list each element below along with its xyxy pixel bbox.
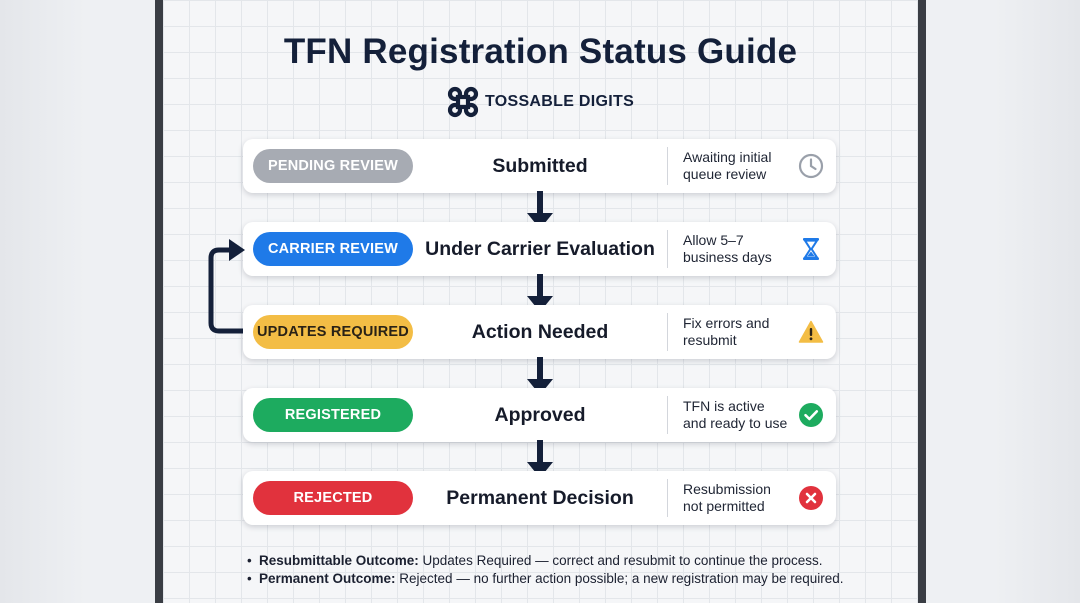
x-circle-icon	[799, 486, 823, 510]
footnote-permanent: • Permanent Outcome: Rejected — no furthe…	[247, 570, 887, 588]
card-divider	[667, 313, 668, 351]
stage-note-submitted: Awaiting initial queue review	[683, 149, 772, 182]
card-divider	[667, 479, 668, 517]
footnote-text: Rejected — no further action possible; a…	[395, 571, 844, 586]
stage-title-permanent-decision: Permanent Decision	[446, 486, 634, 509]
stage-title-under-carrier-evaluation: Under Carrier Evaluation	[425, 237, 655, 260]
stage-card-carrier-review: CARRIER REVIEW Under Carrier Evaluation …	[243, 222, 836, 276]
stage-note-rejected: Resubmission not permitted	[683, 481, 771, 514]
card-divider	[667, 230, 668, 268]
card-divider	[667, 147, 668, 185]
page-title: TFN Registration Status Guide	[283, 32, 798, 71]
frame-edge-right	[918, 0, 926, 603]
stage-note-updates-required: Fix errors and resubmit	[683, 315, 770, 348]
flow-arrow-down	[527, 357, 553, 395]
footnote-label: Permanent Outcome:	[259, 571, 396, 586]
status-badge-registered: REGISTERED	[253, 398, 413, 432]
stage-note-carrier-review: Allow 5–7 business days	[683, 232, 772, 265]
stage-card-pending-review: PENDING REVIEW Submitted Awaiting initia…	[243, 139, 836, 193]
flow-arrow-down	[527, 440, 553, 478]
flow-arrow-down	[527, 191, 553, 229]
footnote-text: Updates Required — correct and resubmit …	[418, 553, 823, 568]
stage-card-rejected: REJECTED Permanent Decision Resubmission…	[243, 471, 836, 525]
command-knot-icon	[447, 86, 479, 118]
brand: TOSSABLE DIGITS	[163, 86, 918, 118]
hourglass-icon	[803, 238, 819, 260]
warning-icon	[798, 320, 824, 343]
flow-arrow-down	[527, 274, 553, 312]
status-badge-carrier-review: CARRIER REVIEW	[253, 232, 413, 266]
stage-title-action-needed: Action Needed	[471, 320, 609, 343]
stage-title-submitted: Submitted	[492, 154, 588, 177]
bullet-dot: •	[247, 571, 252, 586]
clock-icon	[798, 153, 824, 179]
card-divider	[667, 396, 668, 434]
stage-card-updates-required: UPDATES REQUIRED Action Needed Fix error…	[243, 305, 836, 359]
footnote-resubmittable: • Resubmittable Outcome: Updates Required…	[247, 552, 887, 570]
stage-card-registered: REGISTERED Approved TFN is active and re…	[243, 388, 836, 442]
bullet-dot: •	[247, 553, 252, 568]
status-guide-poster: TFN Registration Status Guide TOSSABLE D…	[163, 0, 918, 603]
brand-name: TOSSABLE DIGITS	[484, 93, 635, 110]
frame-edge-left	[155, 0, 163, 603]
resubmit-loop-arrow	[208, 239, 245, 334]
status-badge-pending-review: PENDING REVIEW	[253, 149, 413, 183]
footnotes: • Resubmittable Outcome: Updates Required…	[247, 552, 887, 588]
footnote-label: Resubmittable Outcome:	[259, 553, 419, 568]
stage-title-approved: Approved	[494, 403, 586, 426]
status-badge-updates-required: UPDATES REQUIRED	[253, 315, 413, 349]
check-circle-icon	[799, 403, 823, 427]
stage-note-registered: TFN is active and ready to use	[683, 398, 788, 431]
status-badge-rejected: REJECTED	[253, 481, 413, 515]
